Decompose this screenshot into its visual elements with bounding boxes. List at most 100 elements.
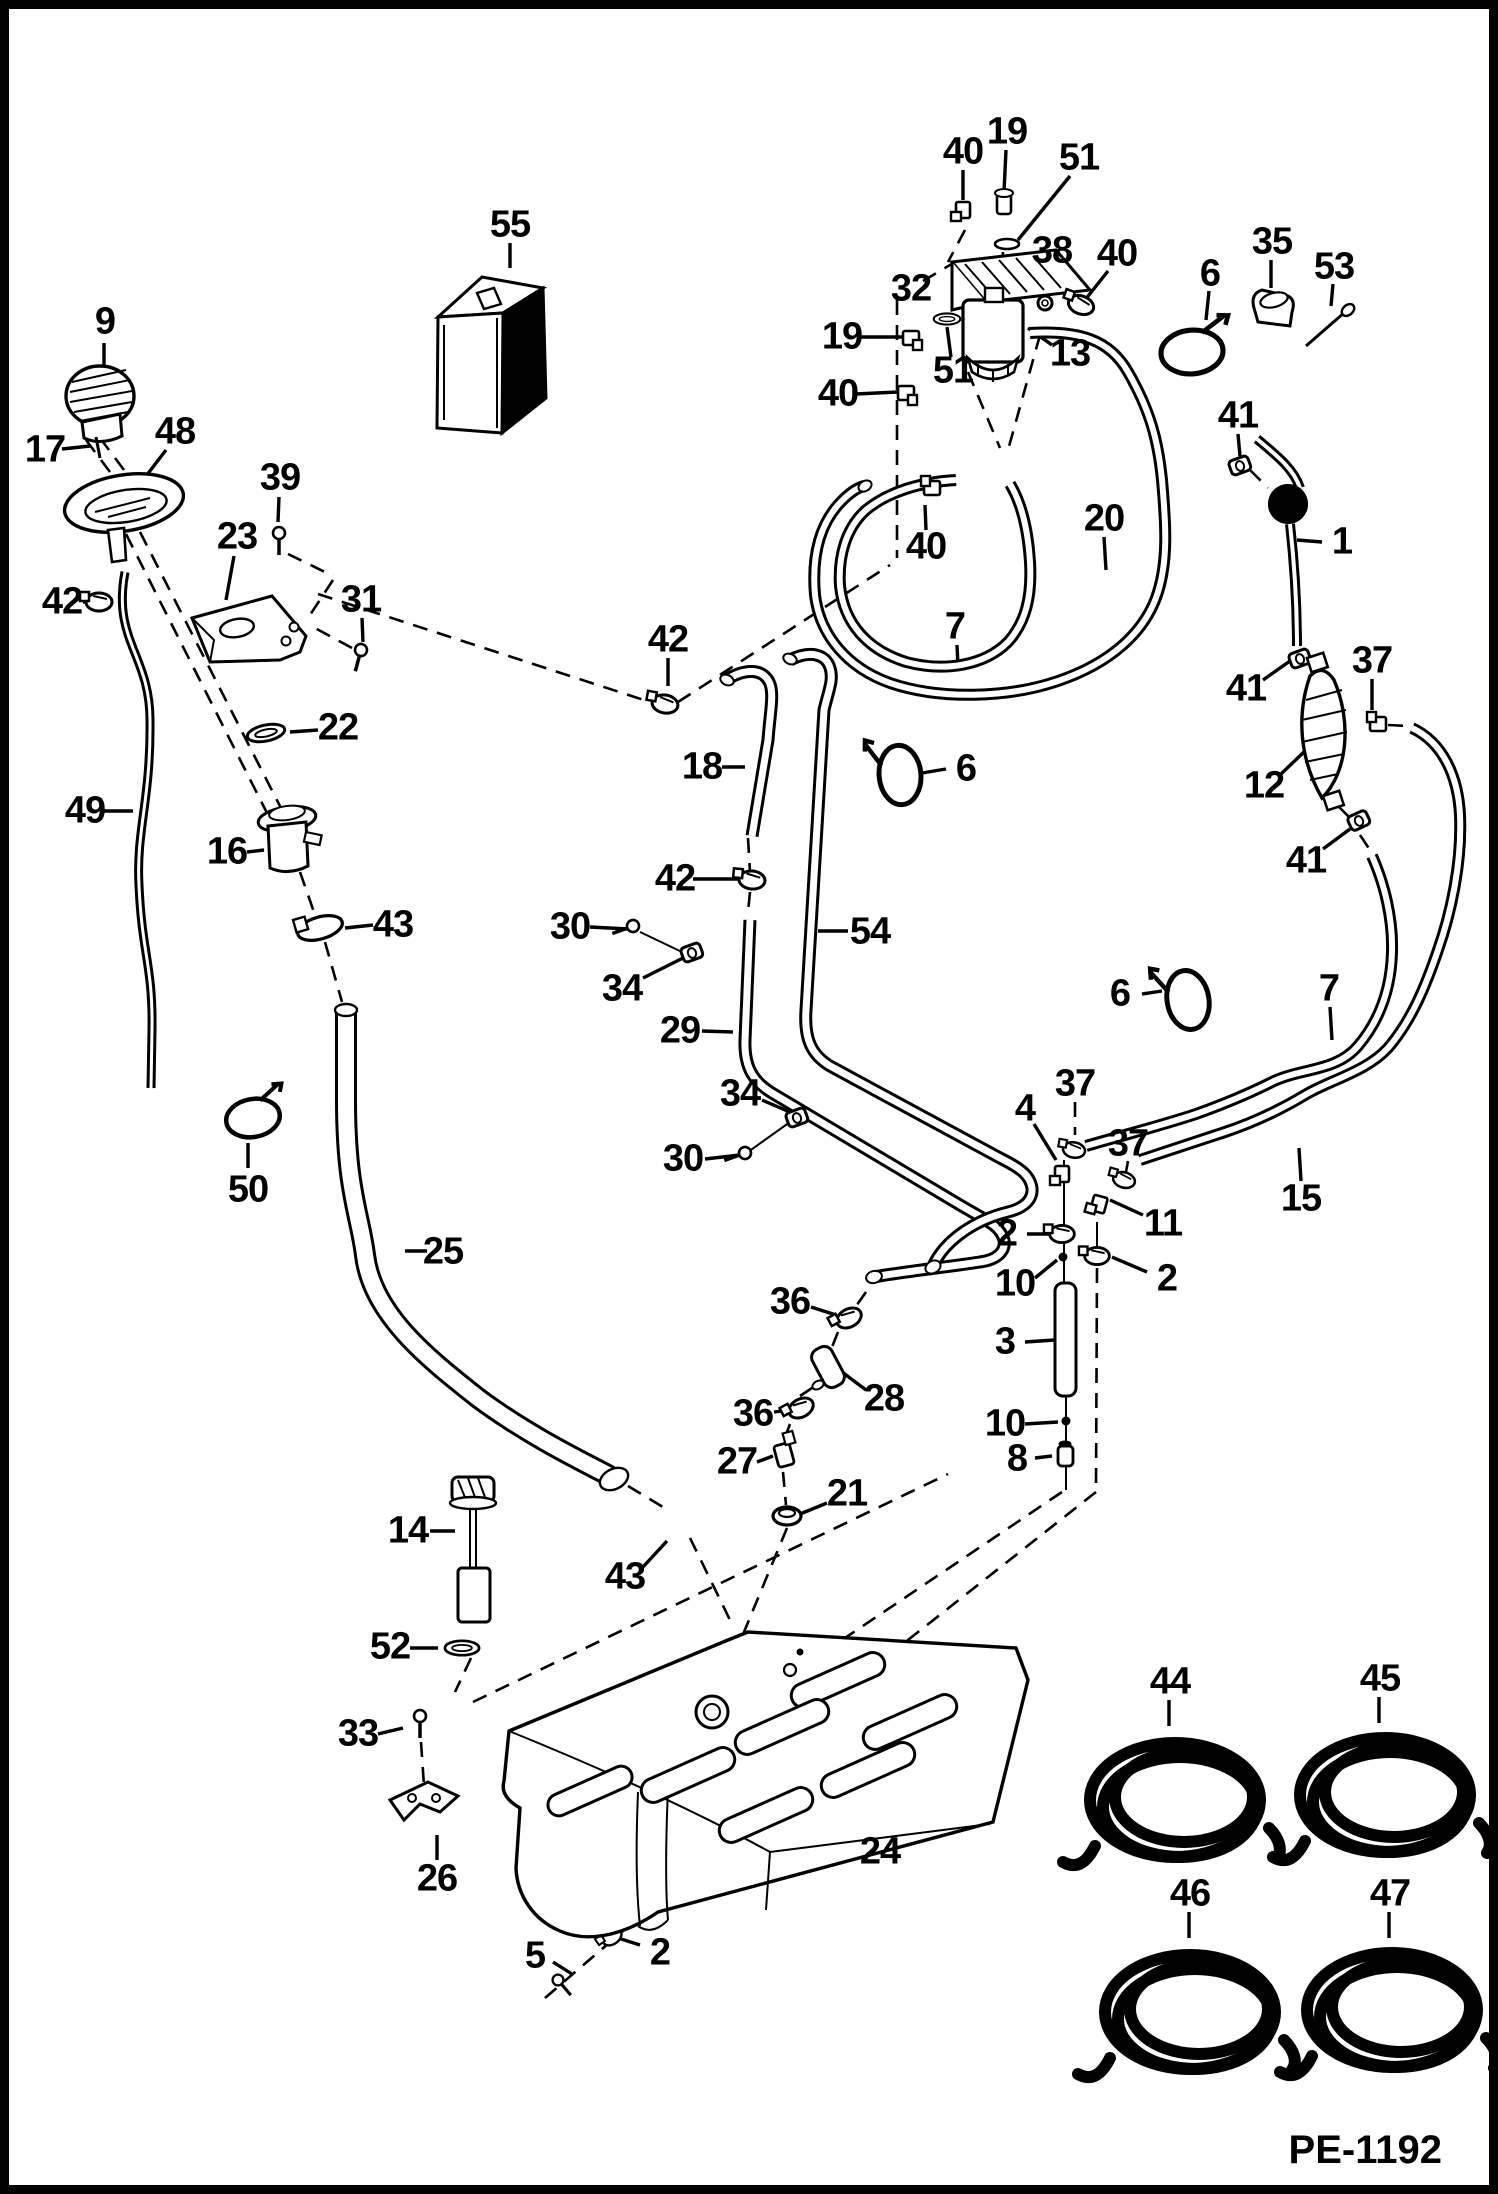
callout-leader-lines: [61, 149, 1391, 1976]
callout-34: 34: [601, 967, 643, 1010]
callout-9: 9: [94, 300, 116, 343]
callout-42: 42: [41, 580, 83, 623]
callout-21: 21: [826, 1472, 868, 1515]
callout-43: 43: [604, 1555, 646, 1598]
oring-52: [443, 1639, 481, 1657]
fill-funnel: [62, 472, 186, 564]
callout-15: 15: [1280, 1177, 1322, 1220]
callout-46: 46: [1169, 1872, 1211, 1915]
callout-42: 42: [647, 618, 689, 661]
fitting-19b: [901, 329, 924, 352]
hose-coil-44: [1063, 1743, 1280, 1865]
primer-bulb-12: [1300, 651, 1348, 812]
clip-41c: [1345, 808, 1373, 834]
fitting-37a: [1365, 710, 1388, 733]
screw-39: [271, 525, 287, 557]
hose-coil-46: [1078, 1955, 1295, 2077]
clamp-2b: [1077, 1245, 1111, 1266]
callout-7: 7: [1318, 967, 1340, 1010]
callout-37: 37: [1107, 1122, 1149, 1165]
callout-36: 36: [769, 1280, 811, 1323]
cable-tie-50: [221, 1083, 290, 1142]
callout-11: 11: [1143, 1202, 1183, 1245]
clamp-43a: [291, 914, 344, 942]
callout-30: 30: [549, 905, 591, 948]
clamp-36b: [778, 1391, 819, 1427]
fitting-27: [772, 1429, 797, 1469]
callout-36: 36: [732, 1392, 774, 1435]
clamp-42a: [78, 590, 114, 613]
grommet-21: [771, 1505, 803, 1527]
callout-2: 2: [649, 1931, 671, 1974]
fuel-tank-24: [501, 1630, 1030, 1939]
hose-end-caps: [333, 479, 942, 1492]
cable-tie-6a: [1158, 314, 1233, 376]
fitting-11: [1083, 1192, 1110, 1218]
fitting-10a: [1058, 1252, 1068, 1262]
hose-coil-47: [1280, 1953, 1497, 2075]
callout-38: 38: [1031, 229, 1073, 272]
callout-55: 55: [489, 203, 531, 246]
callout-27: 27: [716, 1440, 758, 1483]
callout-14: 14: [387, 1509, 429, 1552]
fitting-40a: [949, 200, 972, 223]
callout-19: 19: [821, 315, 863, 358]
callout-41: 41: [1217, 394, 1259, 437]
callout-10: 10: [984, 1402, 1026, 1445]
callout-41: 41: [1285, 839, 1327, 882]
callout-31: 31: [340, 578, 382, 621]
callout-19: 19: [986, 110, 1028, 153]
callout-17: 17: [24, 428, 66, 471]
fuel-filter-assembly: [896, 188, 1099, 497]
callout-35: 35: [1251, 220, 1293, 263]
callout-40: 40: [1096, 232, 1138, 275]
callout-13: 13: [1049, 332, 1091, 375]
dipstick: [94, 436, 102, 459]
clamp-37c: [1105, 1166, 1139, 1192]
hose-7-long: [1084, 853, 1399, 1152]
callout-33: 33: [337, 1712, 379, 1755]
callout-26: 26: [416, 1857, 458, 1900]
callout-2: 2: [1156, 1257, 1178, 1300]
callout-23: 23: [216, 515, 258, 558]
cable-tie-6b: [864, 736, 924, 808]
fitting-10b: [1061, 1416, 1071, 1426]
callout-41: 41: [1225, 667, 1267, 710]
callout-48: 48: [154, 410, 196, 453]
callout-53: 53: [1313, 245, 1355, 288]
callout-8: 8: [1006, 1437, 1028, 1480]
fitting-19a: [994, 188, 1014, 216]
callout-52: 52: [369, 1625, 411, 1668]
callout-50: 50: [227, 1168, 269, 1211]
oring-51b: [932, 312, 962, 326]
callout-20: 20: [1083, 497, 1125, 540]
callout-12: 12: [1243, 764, 1285, 807]
fitting-8: [1056, 1440, 1075, 1468]
callout-47: 47: [1369, 1872, 1411, 1915]
callout-5: 5: [524, 1934, 546, 1977]
callout-37: 37: [1351, 639, 1393, 682]
callout-28: 28: [863, 1377, 905, 1420]
nut-38: [1036, 294, 1054, 312]
callout-42: 42: [654, 857, 696, 900]
clip-41a: [1226, 453, 1254, 478]
callout-4: 4: [1014, 1087, 1036, 1130]
screw-53: [1305, 302, 1356, 348]
clamp-35: [1251, 288, 1295, 328]
fill-cap-assembly: [62, 364, 371, 1142]
callout-40: 40: [942, 130, 984, 173]
callout-30: 30: [662, 1137, 704, 1180]
fill-neck-16: [256, 804, 323, 873]
callout-6: 6: [1109, 972, 1131, 1015]
callout-34: 34: [719, 1072, 761, 1115]
callout-49: 49: [64, 789, 106, 832]
cable-tie-6c: [1149, 960, 1214, 1035]
clamp-36a: [826, 1301, 867, 1337]
hoses: [117, 326, 1467, 1492]
sender-and-hardware: [387, 1475, 626, 2001]
tank-ribs: [546, 1651, 959, 1844]
mount-bracket-23: [189, 594, 308, 664]
callout-10: 10: [994, 1262, 1036, 1305]
